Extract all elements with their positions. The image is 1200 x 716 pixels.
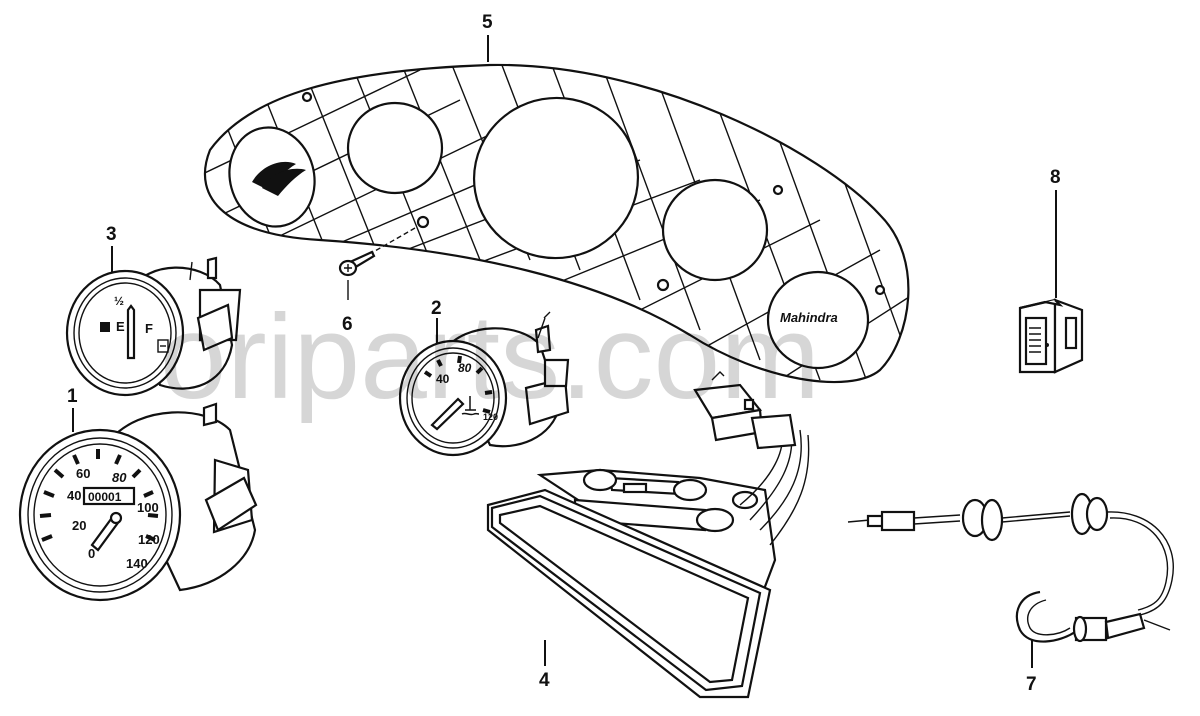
odometer-window: [82, 486, 136, 506]
electronic-module: [486, 371, 810, 699]
panel-logo-text: Mahindra: [780, 310, 838, 325]
coolant-temp-icon: [461, 396, 480, 416]
watermark-text: oriparts.com: [160, 290, 820, 424]
speed-tick-label: 120: [138, 532, 160, 547]
temp-tick-label: 120: [483, 412, 498, 422]
temp-tick-label: 80: [458, 361, 472, 375]
fuel-pump-icon: [157, 339, 169, 353]
fuel-empty-label: E: [116, 319, 125, 334]
speed-tick-label: 60: [76, 466, 90, 481]
temp-tick-label: 40: [436, 372, 450, 386]
mahindra-emblem-icon: [252, 161, 306, 196]
temp-tick-marks: [423, 355, 493, 414]
callout-2: 2: [431, 298, 442, 319]
temp-needle: [430, 397, 465, 431]
speed-tick-label: 140: [126, 556, 148, 571]
speed-tick-label: 80: [112, 470, 127, 485]
odometer-reading: 00001: [88, 490, 122, 504]
callout-6: 6: [342, 314, 353, 335]
callout-8: 8: [1050, 167, 1061, 188]
fuel-needle: [126, 304, 136, 360]
fuel-full-label: F: [145, 321, 153, 336]
fuel-half-label: ½: [114, 294, 124, 308]
fuel-empty-mark: [100, 322, 110, 332]
temperature-gauge: 40 80 120: [398, 311, 570, 457]
speed-tick-label: 100: [137, 500, 159, 515]
fuel-gauge: ½ E F: [65, 256, 242, 397]
instrument-panel: Mahindra: [204, 63, 910, 384]
callout-1: 1: [67, 386, 78, 407]
speed-tick-label: 20: [72, 518, 86, 533]
callout-5: 5: [482, 12, 493, 33]
speedometer-tick-marks: [39, 449, 159, 542]
panel-screw: [338, 227, 416, 300]
speedometer-cable: [847, 492, 1174, 643]
callout-leaders: [72, 35, 1057, 668]
callout-7: 7: [1026, 674, 1037, 695]
speedometer: 0 20 40 60 80 100 120 140 00001: [18, 402, 258, 602]
callout-3: 3: [106, 224, 117, 245]
callout-4: 4: [539, 670, 550, 691]
dimmer-switch: [1018, 298, 1084, 374]
speed-tick-label: 40: [67, 488, 81, 503]
speed-tick-label: 0: [88, 546, 95, 561]
